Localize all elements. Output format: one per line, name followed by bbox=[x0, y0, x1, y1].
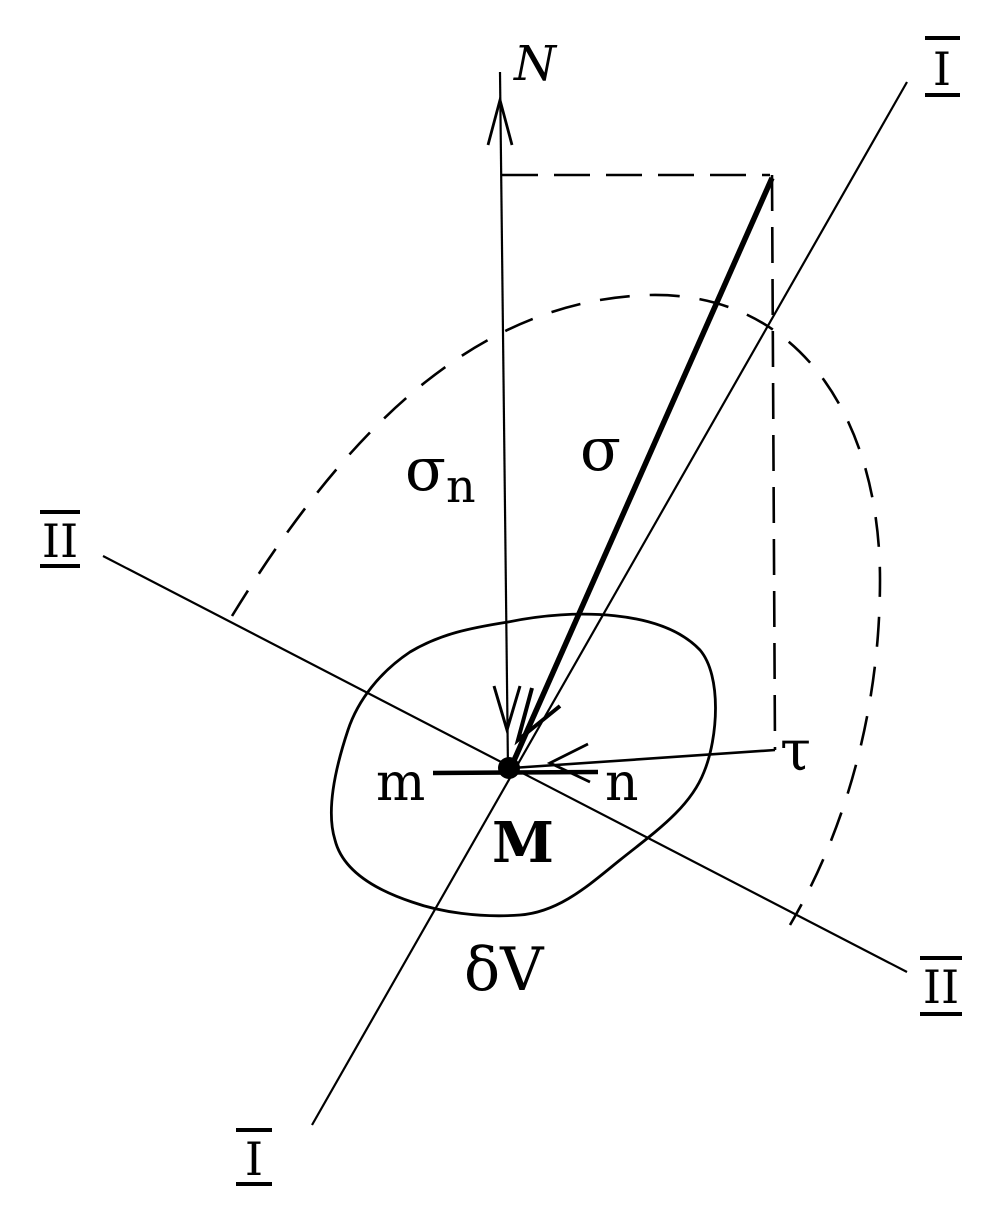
volume-element-outline bbox=[330, 612, 717, 918]
label-tau: τ bbox=[780, 719, 811, 784]
axis-II-label-right: II bbox=[920, 956, 962, 1016]
svg-text:II: II bbox=[42, 514, 78, 568]
label-N: N bbox=[513, 36, 558, 92]
axis-I-label-top: I bbox=[925, 36, 960, 97]
svg-text:I: I bbox=[933, 42, 951, 96]
label-m: m bbox=[376, 753, 425, 813]
label-delta-V: δV bbox=[464, 935, 545, 1005]
normal-arrow-icon bbox=[486, 94, 514, 146]
dashed-right-projection bbox=[770, 174, 777, 751]
axis-II-label-left: II bbox=[40, 510, 80, 568]
svg-text:I: I bbox=[245, 1132, 263, 1186]
sigma-vector-line bbox=[509, 176, 775, 767]
dashed-angle-arc bbox=[230, 293, 882, 926]
sigma-n-arrow-icon bbox=[492, 685, 522, 736]
axis-I-label-bottom: I bbox=[236, 1128, 272, 1186]
label-M: M bbox=[492, 810, 554, 876]
axis-I-line bbox=[311, 81, 908, 1126]
point-M-dot bbox=[498, 757, 520, 779]
svg-text:II: II bbox=[923, 960, 959, 1014]
sigma-arrow-icon bbox=[514, 687, 562, 746]
label-sigma-n-sub: n bbox=[446, 459, 476, 513]
tau-vector-line bbox=[511, 748, 776, 770]
label-sigma-n: σn bbox=[405, 435, 476, 513]
normal-axis-line bbox=[498, 71, 510, 771]
tau-arrow-icon bbox=[546, 742, 591, 784]
label-sigma: σ bbox=[580, 415, 621, 485]
label-sigma-n-base: σ bbox=[405, 435, 446, 505]
label-n: n bbox=[605, 753, 639, 813]
